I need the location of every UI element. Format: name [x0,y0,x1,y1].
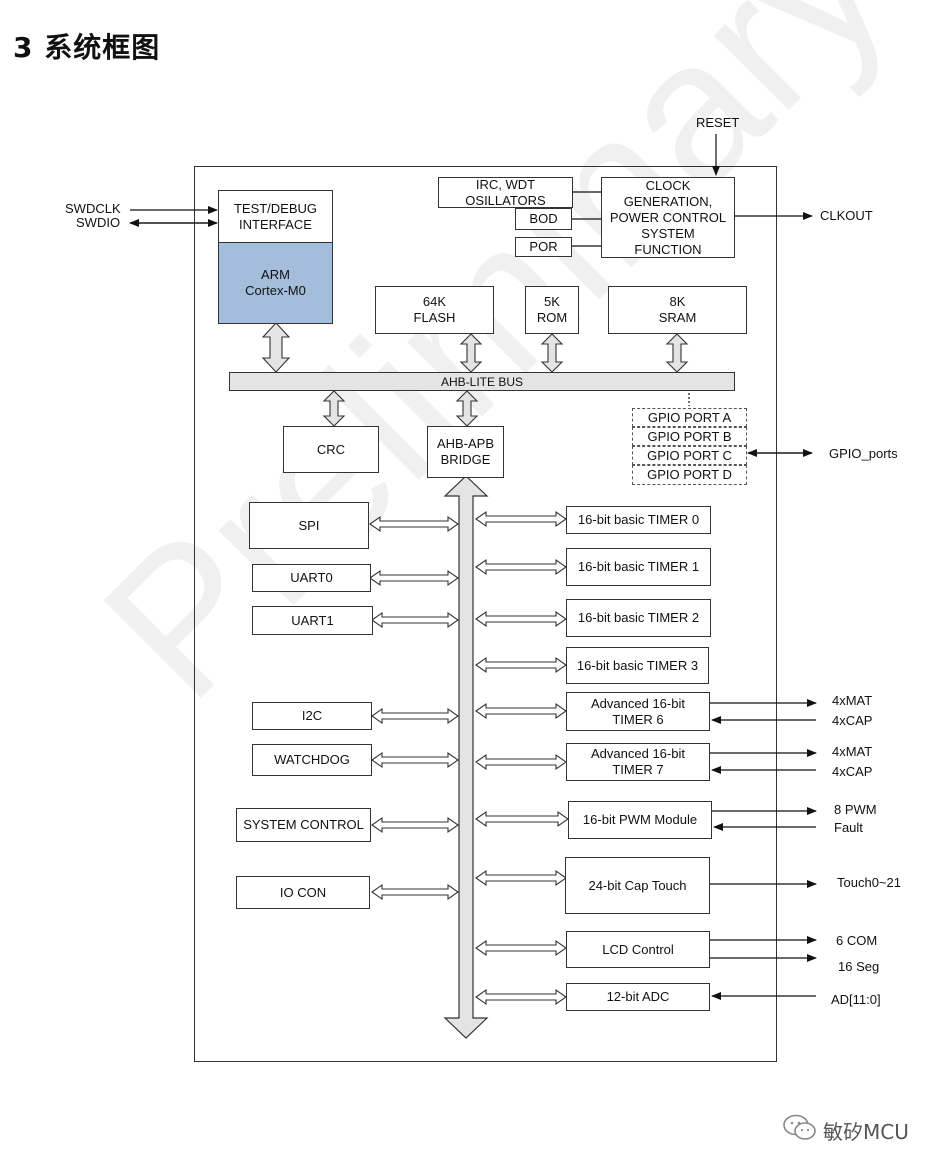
reset-label: RESET [696,115,740,130]
timer7-cap-label: 4xCAP [832,764,873,779]
sram-8k: 8K SRAM [608,286,747,334]
fault-label: Fault [834,820,863,835]
ad-label: AD[11:0] [831,992,881,1007]
gpio-port-b: GPIO PORT B [632,427,747,446]
uart0-block: UART0 [252,564,371,592]
swdio-label: SWDIO [76,215,121,230]
com-label: 6 COM [836,933,878,948]
adc-block: 12-bit ADC [566,983,710,1011]
por-block: POR [515,237,572,257]
irc-wdt-oscillators: IRC, WDT OSILLATORS [438,177,573,208]
io-con-block: IO CON [236,876,370,909]
spi-block: SPI [249,502,369,549]
seg-label: 16 Seg [838,959,880,974]
timer1-block: 16-bit basic TIMER 1 [566,548,711,586]
cap-touch-block: 24-bit Cap Touch [565,857,710,914]
swdclk-label: SWDCLK [65,201,121,216]
gpio-ports-label: GPIO_ports [829,446,898,461]
touch-label: Touch0~21 [837,875,901,890]
timer0-block: 16-bit basic TIMER 0 [566,506,711,534]
clkout-label: CLKOUT [820,208,873,223]
timer6-mat-label: 4xMAT [832,693,873,708]
pwm-module-block: 16-bit PWM Module [568,801,712,839]
bod-block: BOD [515,208,572,230]
i2c-block: I2C [252,702,372,730]
page-heading: 3 系统框图 [13,31,161,64]
gpio-port-a: GPIO PORT A [632,408,747,427]
brand-name: 敏矽MCU [823,1120,909,1144]
wechat-icon [783,1114,817,1147]
gpio-port-c: GPIO PORT C [632,446,747,465]
rom-5k: 5K ROM [525,286,579,334]
watchdog-block: WATCHDOG [252,744,372,776]
footer-brand: 敏矽MCU [783,1114,909,1147]
crc-block: CRC [283,426,379,473]
lcd-control-block: LCD Control [566,931,710,968]
gpio-port-d: GPIO PORT D [632,465,747,485]
timer6-block: Advanced 16-bit TIMER 6 [566,692,710,731]
system-control-block: SYSTEM CONTROL [236,808,371,842]
flash-64k: 64K FLASH [375,286,494,334]
ahb-apb-bridge: AHB-APB BRIDGE [427,426,504,478]
timer3-block: 16-bit basic TIMER 3 [566,647,709,684]
uart1-block: UART1 [252,606,373,635]
arm-cortex-m0: ARM Cortex-M0 [218,242,333,324]
timer2-block: 16-bit basic TIMER 2 [566,599,711,637]
timer7-mat-label: 4xMAT [832,744,873,759]
clock-generation: CLOCK GENERATION, POWER CONTROL SYSTEM F… [601,177,735,258]
ahb-lite-bus: AHB-LITE BUS [229,372,735,391]
test-debug-interface: TEST/DEBUG INTERFACE [218,190,333,243]
pwm-output-label: 8 PWM [834,802,877,817]
chip-boundary [194,166,777,1062]
timer7-block: Advanced 16-bit TIMER 7 [566,743,710,781]
timer6-cap-label: 4xCAP [832,713,873,728]
